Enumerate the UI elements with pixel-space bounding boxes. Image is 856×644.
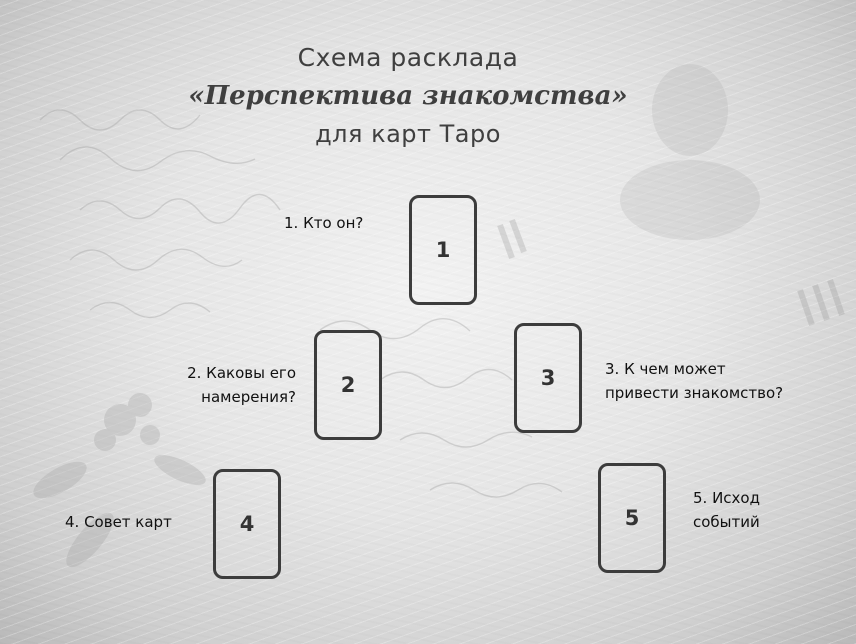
roman-numeral-decoration [497,218,845,326]
handwriting-stroke [379,368,513,389]
handwriting-stroke [399,431,533,448]
card-label-3-line-2: привести знакомство? [605,384,784,402]
card-position-3: 3 [514,323,582,433]
card-label-2-line-1: 2. Каковы его [187,364,296,382]
spread-title: Схема расклада «Перспектива знакомства» … [0,40,816,152]
card-label-1: 1. Кто он? [284,214,364,232]
card-number: 4 [239,512,255,536]
card-label-4: 4. Совет карт [65,513,172,531]
card-position-2: 2 [314,330,382,440]
card-label-3-line-1: 3. К чем может [605,360,726,378]
handwriting-stroke [429,482,563,498]
title-line-3: для карт Таро [315,120,501,148]
card-position-1: 1 [409,195,477,305]
handwriting-stroke [89,301,211,319]
card-label-2: 2. Каковы его намерения? [170,361,296,409]
card-number: 5 [624,506,640,530]
card-number: 2 [340,373,356,397]
card-position-4: 4 [213,469,281,579]
card-label-3: 3. К чем может привести знакомство? [605,357,783,405]
title-line-1: Схема расклада [297,43,519,72]
card-label-2-line-2: намерения? [201,388,296,406]
card-label-5-line-2: событий [693,513,760,531]
card-number: 3 [540,366,556,390]
title-spread-name: «Перспектива знакомства» [188,81,628,111]
handwriting-stroke [69,248,243,271]
card-number: 1 [435,238,451,262]
handwriting-stroke [79,193,281,224]
flower-decoration [33,393,206,568]
card-label-5: 5. Исход событий [693,486,760,534]
card-position-5: 5 [598,463,666,573]
card-label-5-line-1: 5. Исход [693,489,760,507]
